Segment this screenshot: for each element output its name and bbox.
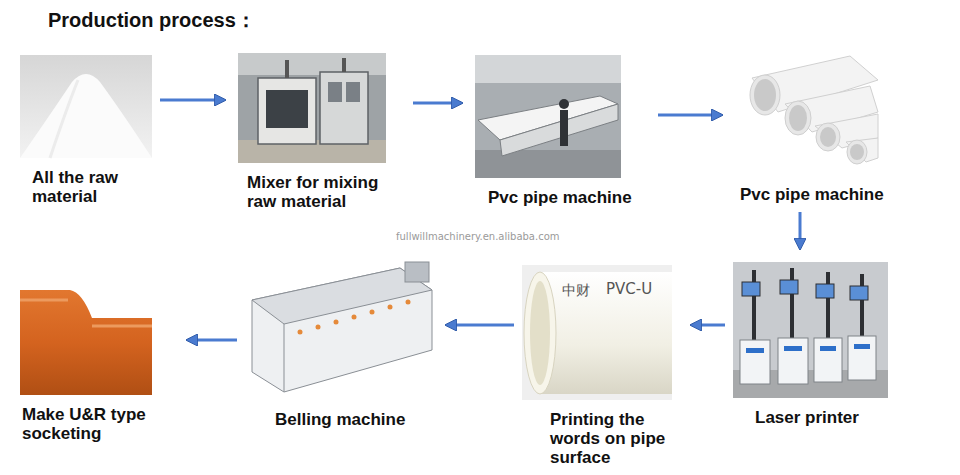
diagram-title: Production process： — [48, 7, 256, 34]
process-step: Pvc pipe machine — [475, 55, 650, 207]
process-step: Mixer for mixing raw material — [238, 53, 405, 211]
process-step: Printing the words on pipe surface — [522, 265, 678, 467]
step-caption: Pvc pipe machine — [488, 188, 650, 207]
process-step: Laser printer — [733, 262, 895, 427]
step-caption: Pvc pipe machine — [740, 185, 900, 204]
step-caption: Belling machine — [275, 410, 425, 429]
pipe-print: PVC-U — [606, 280, 652, 298]
flow-arrow — [160, 99, 224, 102]
process-step: All the raw material — [20, 55, 152, 206]
flow-arrow — [188, 339, 237, 342]
step-caption: Printing the words on pipe surface — [550, 410, 678, 467]
flow-arrow — [658, 114, 721, 117]
printed-pipe-photo — [522, 265, 672, 400]
socket-pipe-photo — [20, 290, 152, 395]
flow-arrow — [692, 324, 725, 327]
process-step: Belling machine — [245, 260, 433, 429]
step-caption: Make U&R type socketing — [22, 405, 174, 443]
extrusion-line-photo — [475, 55, 621, 178]
process-step: Pvc pipe machine — [735, 50, 900, 204]
flow-arrow — [799, 212, 802, 248]
white-pipes-photo — [735, 50, 878, 175]
powder-photo — [20, 55, 152, 158]
step-caption: Mixer for mixing raw material — [247, 173, 405, 211]
step-caption: All the raw material — [32, 168, 152, 206]
flow-arrow — [447, 324, 514, 327]
pipe-print: 中财 — [562, 282, 590, 300]
flow-arrow — [413, 102, 461, 105]
process-step: Make U&R type socketing — [20, 280, 174, 443]
step-caption: Laser printer — [755, 408, 895, 427]
laser-printer-photo — [733, 262, 888, 398]
belling-machine-photo — [245, 260, 433, 400]
mixer-photo — [238, 53, 386, 163]
watermark: fullwillmachinery.en.alibaba.com — [396, 231, 560, 242]
